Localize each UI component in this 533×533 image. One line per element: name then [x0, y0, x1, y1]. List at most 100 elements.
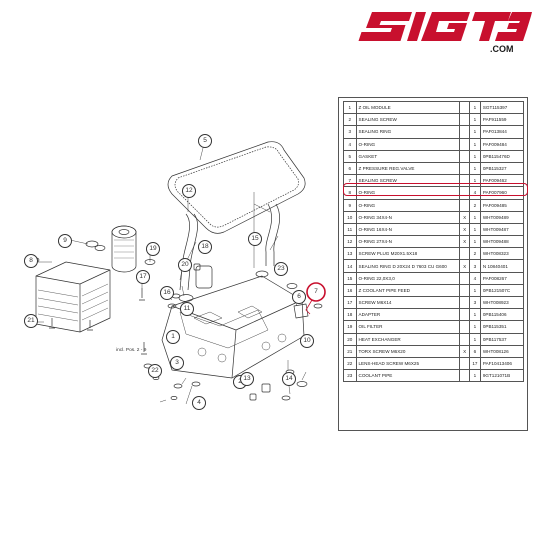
part-option-cell [459, 113, 470, 127]
part-name-cell: O-RING 34X4-N [355, 210, 461, 224]
part-option-cell [459, 320, 470, 334]
part-code-cell: WHT008923 [479, 295, 525, 310]
part-code-cell: 0PB115327 [479, 161, 525, 176]
part-code-cell: SGT115397 [479, 100, 525, 115]
part-quantity-cell: 1 [469, 222, 481, 237]
part-code-cell: 0PB115351 [479, 320, 525, 334]
part-name-cell: OIL FILTER [355, 320, 461, 334]
part-code-cell: PAF009484 [479, 137, 525, 151]
part-name-cell: TORX SCREW M6X20 [355, 344, 461, 358]
callout-10: 10 [300, 334, 314, 348]
part-code-cell: PAF013844 [479, 125, 525, 139]
part-option-cell [459, 271, 470, 285]
part-name-cell: O-RING 27X4-N [355, 235, 461, 249]
callout-5: 5 [198, 134, 212, 148]
part-option-cell [459, 161, 470, 176]
part-code-cell: 0PB115406 [479, 308, 525, 322]
part-name-cell: Z COOLANT PIPE FEED [355, 283, 461, 298]
part-code-cell: N 10840401 [479, 259, 525, 273]
part-option-cell [459, 308, 470, 322]
part-name-cell: O-RING 22,0X3,0 [355, 271, 461, 285]
callout-1: 1 [166, 330, 180, 344]
oil-filter-shape [111, 225, 137, 273]
part-code-cell: PAF008267 [479, 271, 525, 285]
coolant-pipe-feed-shape [179, 213, 198, 291]
part-name-cell: Z PRESSURE REG.VALVE [355, 161, 461, 176]
part-quantity-cell: 1 [469, 100, 481, 115]
highlighted-row-outline [343, 183, 528, 196]
brand-logo: .COM [358, 12, 532, 54]
part-quantity-cell: 1 [469, 161, 481, 176]
callout-4: 4 [192, 396, 206, 410]
part-code-cell: 9GT121071B [479, 369, 525, 383]
part-quantity-cell: 6 [469, 344, 481, 358]
part-quantity-cell: 3 [469, 295, 481, 310]
part-code-cell: WHT009488 [479, 235, 525, 249]
part-quantity-cell: 1 [469, 149, 481, 163]
part-quantity-cell: 1 [469, 308, 481, 322]
part-number-cell: 17 [343, 295, 357, 310]
part-number-cell: 10 [343, 210, 357, 224]
callout-6: 6 [292, 290, 306, 304]
callout-9: 9 [58, 234, 72, 248]
part-name-cell: Z OIL MODULE [355, 100, 461, 115]
part-code-cell: 0PB115476D [479, 149, 525, 163]
callout-14: 14 [282, 372, 296, 386]
adapter-shape [195, 265, 213, 289]
part-option-cell [459, 369, 470, 383]
part-option-cell: X [459, 259, 470, 273]
part-name-cell: O-RING 16X4-N [355, 222, 461, 237]
part-quantity-cell: 1 [469, 113, 481, 127]
part-quantity-cell: 1 [469, 320, 481, 334]
callout-7: 7 [314, 288, 318, 295]
part-code-cell: 0PB117537 [479, 332, 525, 346]
part-quantity-cell: 4 [469, 271, 481, 285]
part-number-cell: 2 [343, 113, 357, 127]
callout-17: 17 [136, 270, 150, 284]
pressure-valve-shape [293, 303, 309, 319]
oil-module-shape [161, 275, 305, 379]
gasket-shape [167, 141, 306, 234]
part-code-cell: WHT009489 [479, 210, 525, 224]
part-number-cell: 9 [343, 198, 357, 212]
part-quantity-cell: 1 [469, 125, 481, 139]
diagram-note: incl. Pos. 2 - 9 [116, 348, 147, 353]
part-number-cell: 4 [343, 137, 357, 151]
part-option-cell [459, 332, 470, 346]
part-option-cell: X [459, 344, 470, 358]
part-option-cell: X [459, 210, 470, 224]
part-quantity-cell: 1 [469, 210, 481, 224]
coolant-pipe-shape [265, 203, 280, 266]
part-name-cell: LENS-HEAD SCREW M6X25 [355, 356, 461, 371]
callout-20: 20 [178, 258, 192, 272]
callout-8: 8 [24, 254, 38, 268]
part-option-cell: X [459, 222, 470, 237]
part-quantity-cell: 3 [469, 259, 481, 273]
part-name-cell: SCREW M6X14 [355, 295, 461, 310]
part-name-cell: GASKET [355, 149, 461, 163]
part-number-cell: 6 [343, 161, 357, 176]
part-number-cell: 14 [343, 259, 357, 273]
